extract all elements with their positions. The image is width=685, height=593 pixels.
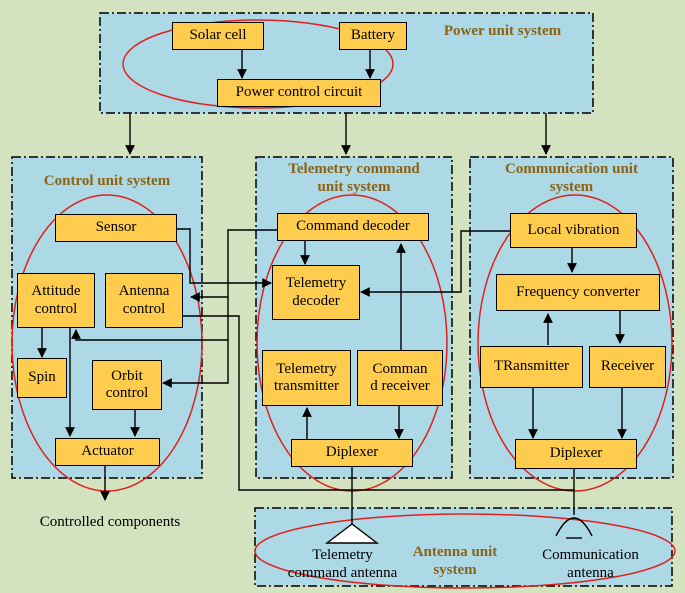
orbit-control-line2: control [105,385,149,401]
communication-title-line2: system [549,179,594,195]
communication-unit-panel [469,156,674,479]
communication-antenna-line2: antenna [567,565,614,581]
frequency-converter-block[interactable]: Frequency converter [496,274,660,311]
arrow-command-to-orbit [162,340,229,388]
control-unit-title: Control unit system [43,173,171,189]
communication-antenna-icon [555,517,593,537]
command-receiver-line1: Comman [372,360,428,377]
communication-ellipse [477,194,673,492]
arrow-local-vibration-to-telemetry-decoder [360,230,510,297]
communication-antenna-label: Communication antenna [528,546,653,582]
power-unit-title: Power unit system [443,23,562,39]
arrow-command-to-antenna-control [190,229,277,302]
communication-antenna-line1: Communication [542,547,639,563]
antenna-title-line1: Antenna unit [412,544,498,560]
arrow-command-to-attitude [71,297,229,341]
telemetry-antenna-line1: Telemetry [312,547,373,563]
telemetry-title-line1: Telemetry command [288,161,420,177]
telemetry-transmitter-line1: Telemetry [276,360,337,377]
communication-title-line1: Communication unit [505,161,638,177]
power-control-circuit-block[interactable]: Power control circuit [217,79,381,107]
antenna-unit-panel [254,507,673,587]
telemetry-decoder-line2: decoder [292,292,340,309]
command-receiver-line2: d receiver [370,378,430,394]
transmitter-block[interactable]: TRansmitter [480,346,583,388]
telemetry-title-line2: unit system [317,179,391,195]
antenna-unit-title: Antenna unit system [400,543,510,579]
telemetry-antenna-label: Telemetry command antenna [280,546,405,582]
local-vibration-block[interactable]: Local vibration [510,213,637,248]
communication-unit-title: Communication unit system [474,160,669,196]
telemetry-decoder-line1: Telemetry [285,275,347,292]
command-receiver-block[interactable]: Comman d receiver [357,350,443,406]
solar-cell-block[interactable]: Solar cell [172,22,264,50]
line-antenna-control-to-comm-antenna [181,315,575,515]
antenna-control-line2: control [122,300,166,317]
controlled-components-label: Controlled components [39,514,181,530]
telemetry-antenna-line2: command antenna [287,565,398,581]
antenna-title-line2: system [433,562,477,578]
telemetry-antenna-icon [324,523,380,544]
antenna-control-block[interactable]: Antenna control [105,273,183,328]
control-ellipse [11,194,203,492]
attitude-control-line1: Attitude [31,283,81,300]
telemetry-transmitter-line2: transmitter [274,378,339,394]
arrow-sensor-to-telemetry-decoder [177,228,272,288]
command-decoder-block[interactable]: Command decoder [277,213,429,241]
orbit-control-line1: Orbit [111,367,143,384]
receiver-block[interactable]: Receiver [589,346,666,388]
telemetry-transmitter-block[interactable]: Telemetry transmitter [262,350,351,406]
attitude-control-block[interactable]: Attitude control [17,273,95,328]
power-ellipse [122,19,394,109]
communication-diplexer-block[interactable]: Diplexer [515,439,637,469]
actuator-block[interactable]: Actuator [55,438,160,466]
orbit-control-block[interactable]: Orbit control [92,360,162,410]
telemetry-unit-title: Telemetry command unit system [258,160,450,196]
battery-block[interactable]: Battery [339,22,407,50]
attitude-control-line2: control [34,300,78,317]
antenna-control-line1: Antenna [118,283,170,300]
spin-block[interactable]: Spin [17,358,67,398]
telemetry-diplexer-block[interactable]: Diplexer [291,439,413,467]
antenna-ellipse [254,513,676,589]
telemetry-decoder-block[interactable]: Telemetry decoder [272,265,360,320]
sensor-block[interactable]: Sensor [55,214,177,242]
